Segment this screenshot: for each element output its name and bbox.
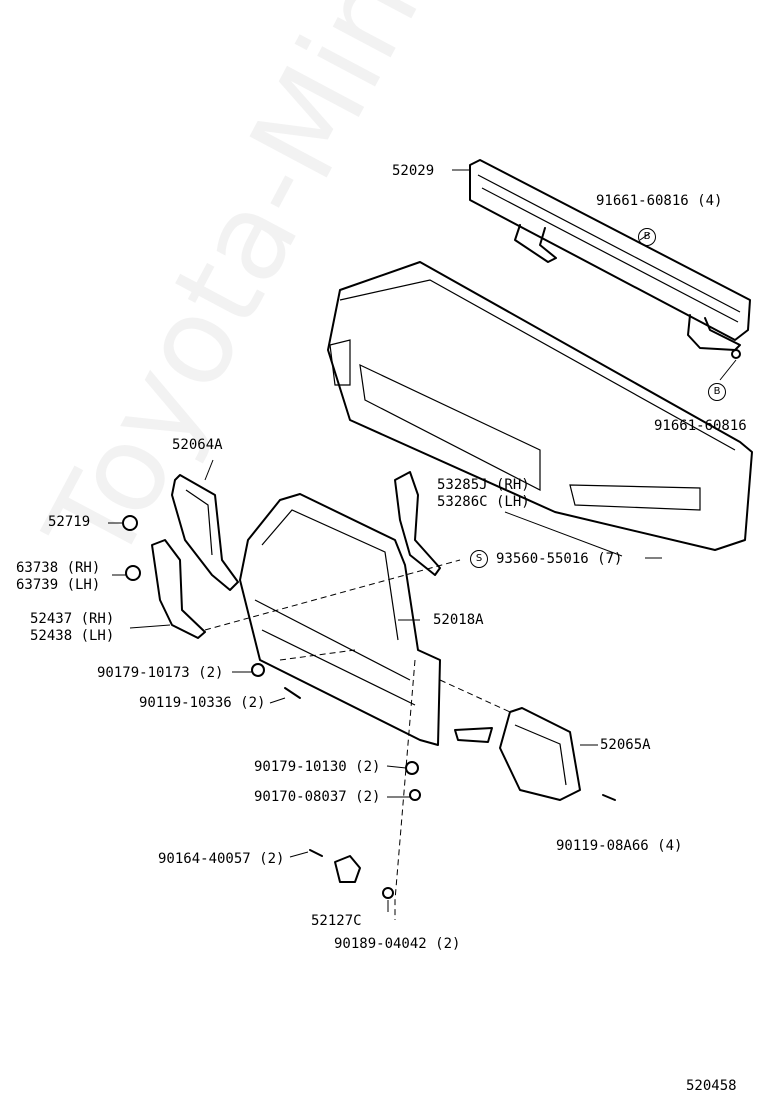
label-90179-10130: 90179-10130 (2) [254, 759, 381, 775]
label-52029: 52029 [392, 163, 435, 179]
label-91661-bottom: 91661-60816 [654, 418, 747, 434]
label-52438: 52438 (LH) [30, 628, 115, 644]
label-53286C: 53286C (LH) [437, 494, 530, 510]
label-52064A: 52064A [172, 437, 223, 453]
label-53285J: 53285J (RH) [437, 477, 530, 493]
label-90119-08A66: 90119-08A66 (4) [556, 838, 683, 854]
right-brace [499, 707, 581, 801]
label-63738: 63738 (RH) [16, 560, 101, 576]
grille-guard [239, 493, 493, 746]
bumper-cover [327, 261, 753, 551]
label-52719: 52719 [48, 514, 91, 530]
label-52127C: 52127C [311, 913, 362, 929]
bumper-reinforcement [469, 159, 751, 351]
label-52018A: 52018A [433, 612, 484, 628]
stay-bracket [334, 855, 361, 883]
symbol-s: S [470, 550, 488, 568]
label-63739: 63739 (LH) [16, 577, 101, 593]
right-bracket [394, 471, 441, 576]
label-90170-08037: 90170-08037 (2) [254, 789, 381, 805]
label-90164-40057: 90164-40057 (2) [158, 851, 285, 867]
label-90119-10336: 90119-10336 (2) [139, 695, 266, 711]
label-90189-04042: 90189-04042 (2) [334, 936, 461, 952]
left-brace [171, 474, 239, 591]
leader-lines [108, 169, 737, 912]
fasteners [122, 349, 741, 899]
label-93560: 93560-55016 (7) [496, 551, 623, 567]
assembly-lines [204, 559, 511, 920]
label-90179-10173: 90179-10173 (2) [97, 665, 224, 681]
label-52437: 52437 (RH) [30, 611, 115, 627]
symbol-b-bottom: B [708, 383, 726, 401]
guard-plate-left [151, 539, 206, 639]
diagram-code: 520458 [686, 1078, 737, 1094]
label-91661-top: 91661-60816 (4) [596, 193, 723, 209]
symbol-b-top: B [638, 228, 656, 246]
label-52065A: 52065A [600, 737, 651, 753]
